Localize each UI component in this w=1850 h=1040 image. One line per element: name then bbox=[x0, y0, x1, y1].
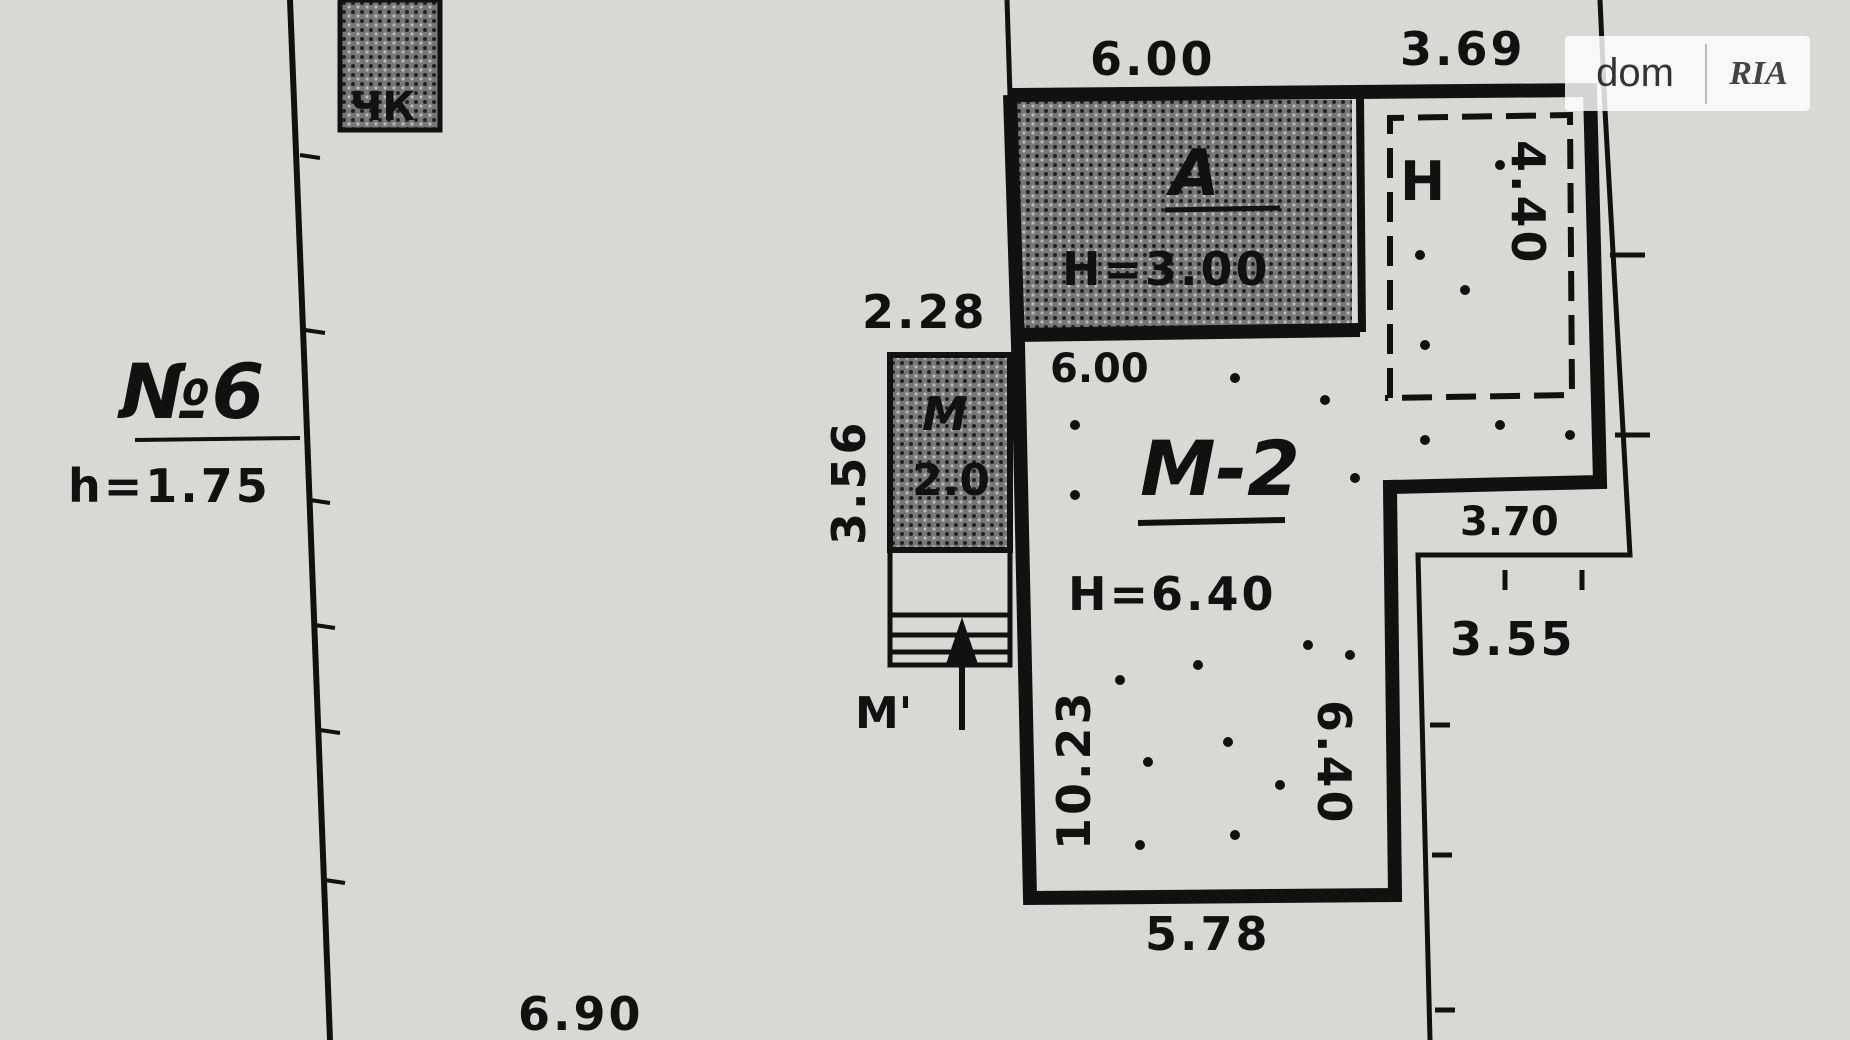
watermark-divider bbox=[1705, 43, 1707, 104]
room-h-dashed bbox=[1384, 111, 1576, 401]
room-a-letter: А bbox=[1165, 137, 1220, 211]
room-m2-height: Н=6.40 bbox=[1068, 567, 1277, 621]
room-m-sub: 2.0 bbox=[912, 455, 990, 506]
dim-2-28: 2.28 bbox=[862, 285, 988, 339]
dim-3-70: 3.70 bbox=[1460, 499, 1559, 545]
watermark-ria-logo: RIA bbox=[1729, 54, 1788, 92]
dim-6-90: 6.90 bbox=[518, 987, 644, 1040]
watermark-dom: dom bbox=[1596, 51, 1674, 95]
dim-10-23: 10.23 bbox=[1047, 689, 1101, 850]
dim-3-56: 3.56 bbox=[822, 420, 876, 546]
room-m2-letter: М-2 bbox=[1140, 424, 1300, 513]
dot-pattern bbox=[1070, 160, 1575, 850]
dim-3-55: 3.55 bbox=[1450, 612, 1576, 666]
dim-top-3-69: 3.69 bbox=[1400, 22, 1526, 76]
dim-top-6-00: 6.00 bbox=[1090, 32, 1216, 86]
dim-inner-6-00: 6.00 bbox=[1050, 346, 1149, 392]
watermark-badge: dom RIA bbox=[1565, 36, 1810, 111]
top-boundary bbox=[1004, 0, 1013, 96]
dim-5-78: 5.78 bbox=[1145, 907, 1271, 961]
plot-number: №6 bbox=[117, 347, 264, 436]
top-small-block bbox=[337, 0, 443, 133]
entrance-stairs bbox=[887, 547, 1013, 730]
room-m-fill bbox=[887, 352, 1013, 553]
building-outline bbox=[1003, 82, 1608, 906]
room-a-fill bbox=[1012, 100, 1352, 330]
left-boundary bbox=[134, 0, 346, 1040]
plot-height: h=1.75 bbox=[68, 459, 271, 513]
room-m-letter: М bbox=[922, 387, 968, 441]
m2-underline bbox=[1137, 517, 1286, 526]
dim-4-40: 4.40 bbox=[1501, 140, 1555, 266]
a-underline bbox=[1164, 205, 1281, 213]
entrance-label: М' bbox=[855, 688, 912, 739]
dim-6-40: 6.40 bbox=[1307, 700, 1361, 826]
top-block-label: ЧК bbox=[350, 84, 415, 130]
room-h-letter: Н bbox=[1400, 150, 1445, 213]
room-a-height: Н=3.00 bbox=[1062, 242, 1271, 296]
